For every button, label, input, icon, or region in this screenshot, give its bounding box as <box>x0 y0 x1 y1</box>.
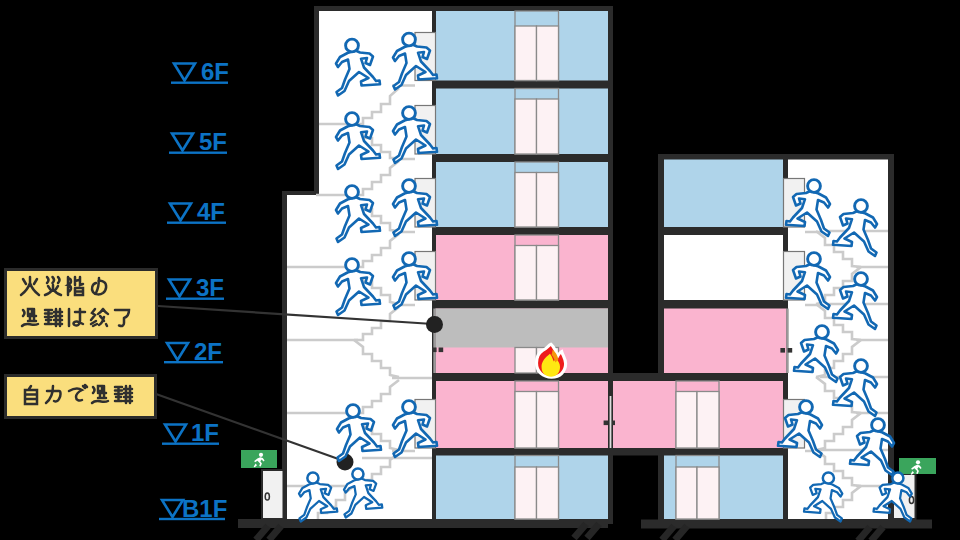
svg-text:6F: 6F <box>201 58 229 85</box>
svg-text:B1F: B1F <box>182 495 227 522</box>
svg-text:5F: 5F <box>199 128 227 155</box>
svg-text:1F: 1F <box>191 419 219 446</box>
svg-text:4F: 4F <box>197 198 225 225</box>
svg-text:2F: 2F <box>194 338 222 365</box>
svg-text:3F: 3F <box>196 274 224 301</box>
